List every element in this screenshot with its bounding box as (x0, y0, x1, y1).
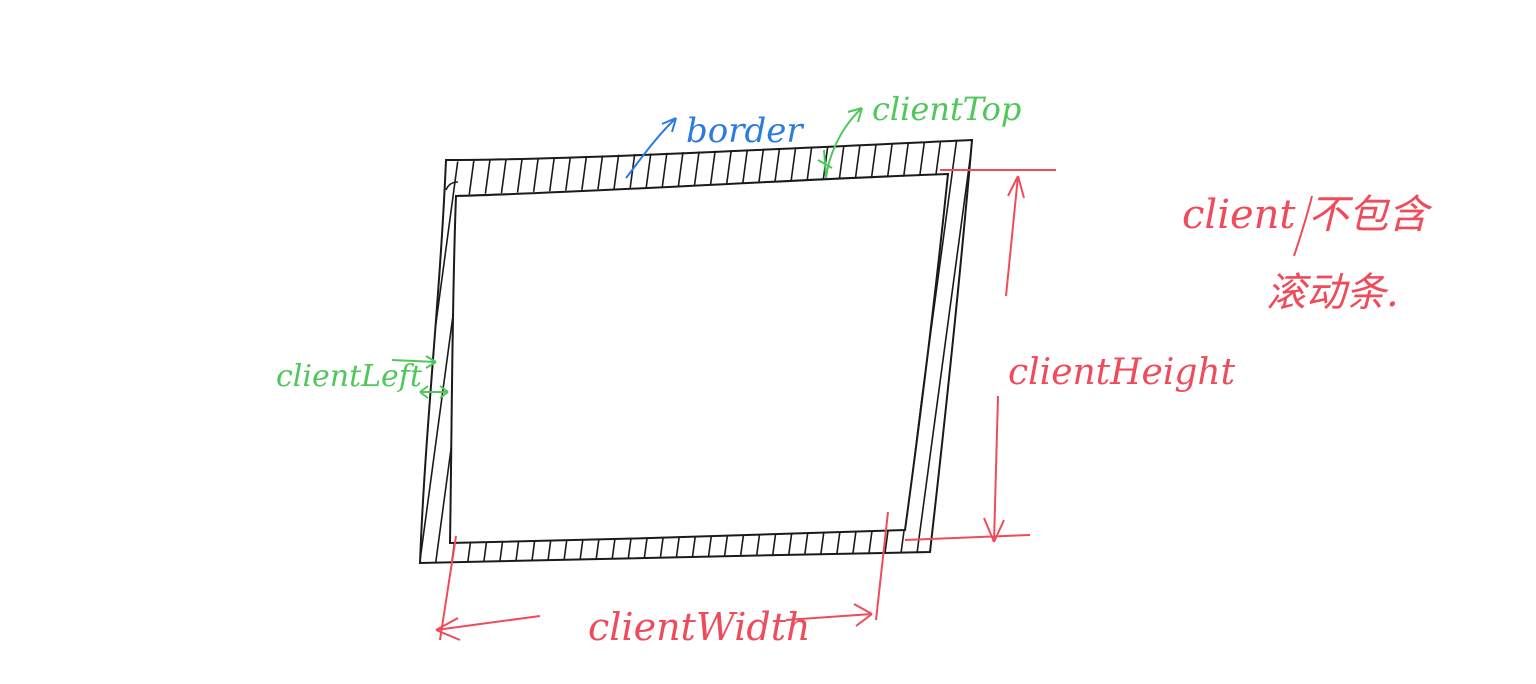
hatch-stroke (523, 140, 595, 563)
client-top-label: clientTop (872, 90, 1021, 128)
client-left-arrow (391, 355, 437, 369)
client-width-left-extension (439, 535, 457, 641)
client-height-arrow-down (983, 395, 1005, 543)
hatch-stroke (923, 140, 972, 563)
note-line-2: 滚动条. (1266, 270, 1399, 316)
inner-client-area-outline (448, 172, 950, 545)
hatch-stroke (667, 140, 739, 563)
outer-border-outline (418, 138, 974, 565)
hatch-stroke (683, 140, 755, 563)
hatch-stroke (651, 140, 723, 563)
hatch-stroke (875, 140, 947, 563)
client-width-arrow-right (785, 603, 873, 627)
client-height-label: clientHeight (1008, 352, 1236, 393)
client-width-right-extension (875, 511, 889, 621)
hatch-stroke (571, 140, 643, 563)
client-top-annotation: clientTop (817, 90, 1021, 179)
hatch-stroke (587, 140, 659, 563)
client-top-tick (817, 149, 833, 177)
client-height-bottom-extension (904, 534, 1031, 541)
hatch-stroke (619, 140, 691, 563)
corner-stroke (445, 181, 459, 191)
client-left-annotation: clientLeft (276, 355, 449, 399)
border-label: border (686, 111, 804, 151)
hatch-stroke (699, 140, 771, 563)
border-annotation: border (625, 111, 804, 179)
client-height-arrow-up (1005, 175, 1025, 297)
border-arrow (625, 117, 677, 179)
note-connector (1293, 195, 1313, 257)
client-left-label: clientLeft (276, 359, 423, 394)
hatch-stroke (635, 140, 707, 563)
hatch-stroke (555, 140, 627, 563)
hatch-stroke (763, 140, 835, 563)
client-top-arrow (825, 107, 863, 179)
hatch-stroke (731, 140, 803, 563)
client-width-label: clientWidth (588, 605, 810, 649)
hatch-stroke (539, 140, 611, 563)
client-left-span (419, 385, 449, 399)
client-note: client 不包含 滚动条. (1182, 192, 1433, 316)
client-width-arrow-left (435, 615, 541, 641)
client-height-annotation: clientHeight (904, 169, 1236, 543)
client-width-annotation: clientWidth (435, 511, 889, 649)
hatch-stroke (907, 140, 972, 563)
hatch-stroke (420, 140, 483, 563)
hatch-stroke (747, 140, 819, 563)
hatch-stroke (715, 140, 787, 563)
hatch-stroke (603, 140, 675, 563)
